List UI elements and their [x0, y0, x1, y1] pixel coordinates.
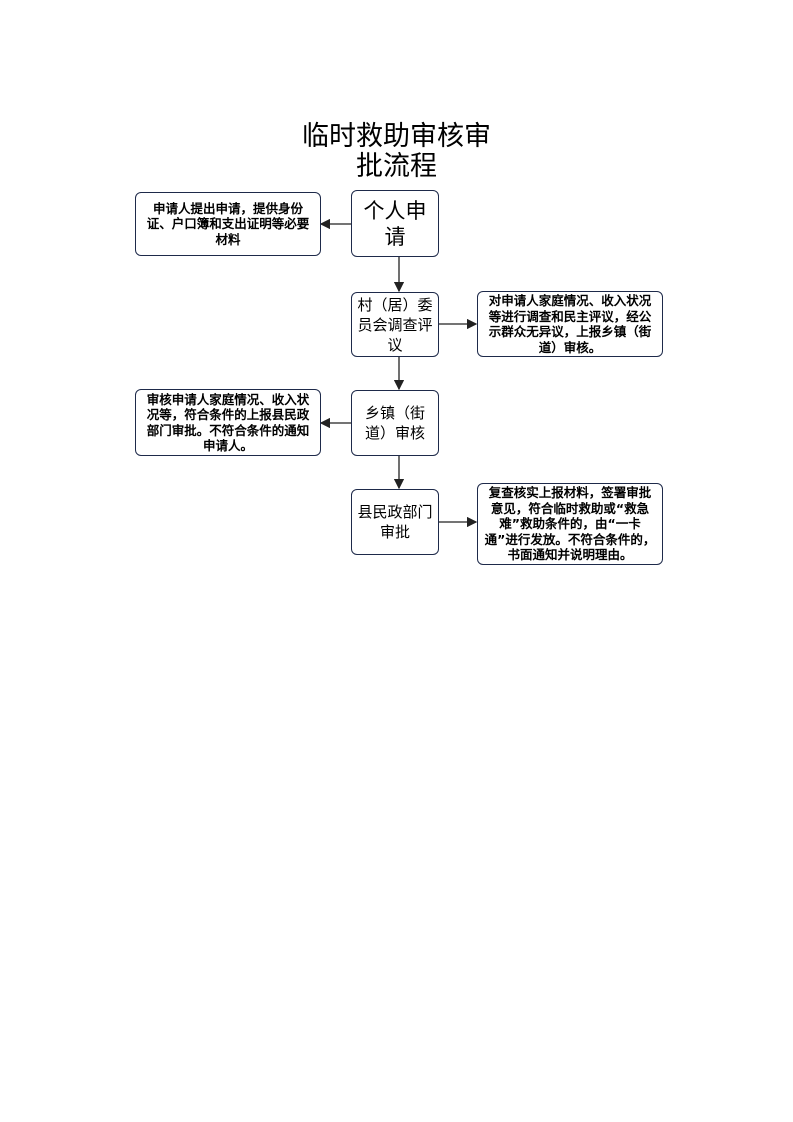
diagram-title-line1: 临时救助审核审 [302, 121, 491, 152]
diagram-title-line2: 批流程 [356, 151, 437, 182]
note-text: 对申请人家庭情况、收入状况等进行调查和民主评议，经公示群众无异议，上报乡镇（街道… [488, 293, 652, 355]
step-county-approval: 县民政部门审批 [351, 489, 439, 555]
note-township-review: 审核申请人家庭情况、收入状况等，符合条件的上报县民政部门审批。不符合条件的通知申… [135, 389, 321, 456]
step-label: 乡镇（街道）审核 [364, 404, 425, 442]
step-label: 个人申请 [363, 198, 427, 249]
note-application-materials: 申请人提出申请，提供身份证、户口簿和支出证明等必要材料 [135, 192, 321, 256]
step-label: 村（居）委员会调查评议 [357, 295, 433, 354]
step-township-review: 乡镇（街道）审核 [351, 390, 439, 456]
note-text: 审核申请人家庭情况、收入状况等，符合条件的上报县民政部门审批。不符合条件的通知申… [146, 391, 310, 454]
note-text: 复查核实上报材料，签署审批意见，符合临时救助或“救急难”救助条件的，由“一卡通”… [484, 485, 656, 563]
step-village-committee-review: 村（居）委员会调查评议 [351, 292, 439, 357]
note-investigation: 对申请人家庭情况、收入状况等进行调查和民主评议，经公示群众无异议，上报乡镇（街道… [477, 291, 663, 357]
step-personal-application: 个人申请 [351, 190, 439, 257]
step-label: 县民政部门审批 [357, 503, 433, 541]
note-county-approval: 复查核实上报材料，签署审批意见，符合临时救助或“救急难”救助条件的，由“一卡通”… [477, 483, 663, 565]
note-text: 申请人提出申请，提供身份证、户口簿和支出证明等必要材料 [146, 200, 310, 247]
